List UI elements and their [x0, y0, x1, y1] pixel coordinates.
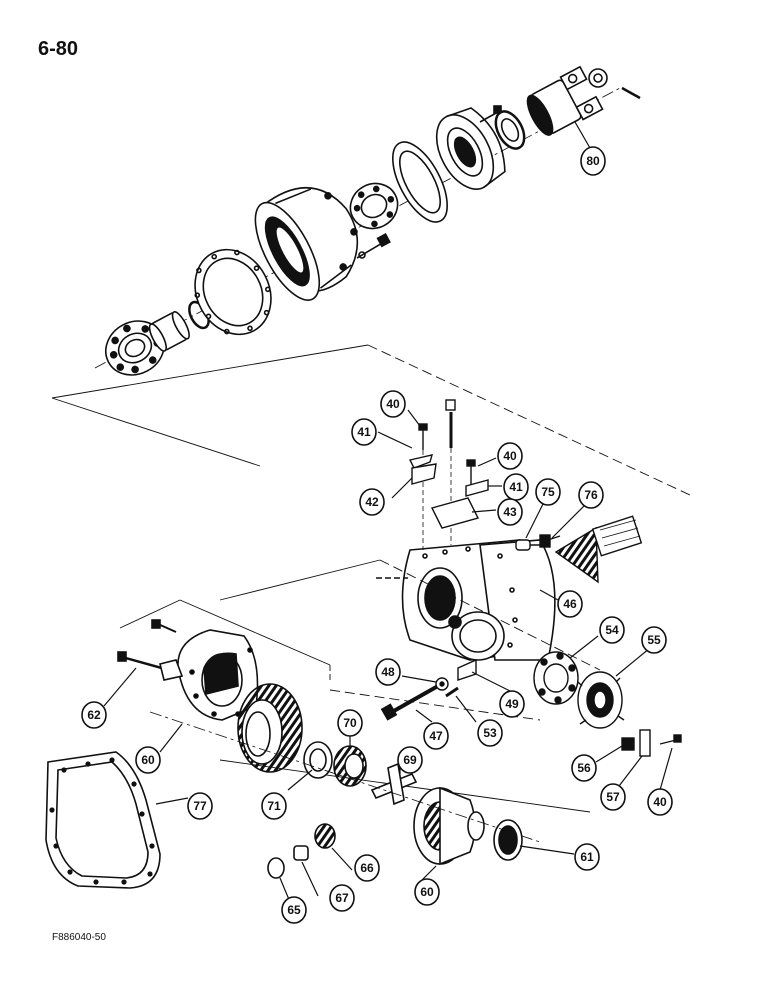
yoke-nut: [588, 68, 608, 88]
svg-text:48: 48: [381, 665, 395, 679]
differential-bearing: [533, 651, 579, 705]
callout-76: 76: [578, 481, 604, 509]
svg-text:54: 54: [605, 623, 619, 637]
svg-text:69: 69: [403, 753, 417, 767]
carrier-housing: [376, 539, 556, 661]
svg-text:46: 46: [563, 597, 577, 611]
pinion-cage: [254, 187, 359, 301]
callout-42: 42: [359, 488, 385, 516]
upper-frame-lines: [51, 344, 691, 496]
svg-text:80: 80: [586, 154, 600, 168]
spacer-sleeve: [148, 311, 190, 352]
svg-text:60: 60: [420, 885, 434, 899]
svg-text:53: 53: [483, 726, 497, 740]
callout-57: 57: [600, 783, 626, 811]
callout-54: 54: [599, 616, 625, 644]
callout-71: 71: [261, 792, 287, 820]
callout-53: 53: [477, 719, 503, 747]
svg-text:62: 62: [87, 708, 101, 722]
svg-text:67: 67: [335, 891, 349, 905]
svg-text:41: 41: [509, 480, 523, 494]
callout-75: 75: [535, 478, 561, 506]
top-bolts: [418, 399, 476, 550]
svg-text:56: 56: [577, 761, 591, 775]
callout-62: 62: [81, 701, 107, 729]
callout-69: 69: [397, 746, 423, 774]
svg-text:61: 61: [580, 850, 594, 864]
svg-text:65: 65: [287, 903, 301, 917]
callout-40: 40: [647, 788, 673, 816]
svg-text:41: 41: [357, 425, 371, 439]
callout-46: 46: [557, 590, 583, 618]
pinion-sleeve-and-bolt: [515, 534, 561, 551]
svg-text:40: 40: [386, 397, 400, 411]
svg-text:42: 42: [365, 495, 379, 509]
svg-text:55: 55: [647, 633, 661, 647]
svg-text:70: 70: [343, 716, 357, 730]
svg-text:43: 43: [503, 505, 517, 519]
retainer-bolt: [479, 105, 502, 123]
callout-56: 56: [571, 754, 597, 782]
svg-text:71: 71: [267, 799, 281, 813]
callout-40: 40: [497, 442, 523, 470]
lock-plates: [408, 454, 489, 529]
callout-49: 49: [499, 690, 525, 718]
bearing-adjuster: [577, 671, 625, 729]
callout-80: 80: [580, 146, 606, 176]
drive-pinion: [554, 515, 643, 584]
callout-43: 43: [497, 498, 523, 526]
svg-text:40: 40: [503, 449, 517, 463]
callout-41: 41: [503, 473, 529, 501]
cage-bearing: [349, 182, 399, 230]
svg-text:66: 66: [360, 861, 374, 875]
callout-47: 47: [423, 722, 449, 750]
cotter-pin: [621, 86, 641, 100]
cap-bolt: [380, 658, 477, 721]
callout-markers: 80 40 41 40 41 42 43 75 76 46 54 55 48 4…: [81, 146, 673, 924]
callout-70: 70: [337, 709, 363, 737]
svg-text:75: 75: [541, 485, 555, 499]
callout-55: 55: [641, 626, 667, 654]
housing-gasket: [194, 248, 272, 336]
svg-text:49: 49: [505, 697, 519, 711]
callout-66: 66: [354, 854, 380, 882]
figure-code: F886040-50: [52, 932, 106, 943]
svg-text:40: 40: [653, 795, 667, 809]
page-number: 6-80: [38, 38, 79, 60]
callout-60: 60: [414, 878, 440, 906]
callout-48: 48: [375, 658, 401, 686]
axle-gasket: [45, 751, 161, 889]
callout-67: 67: [329, 884, 355, 912]
callout-40: 40: [380, 390, 406, 418]
differential-assembly: [117, 619, 523, 879]
callout-41: 41: [351, 418, 377, 446]
svg-text:76: 76: [584, 488, 598, 502]
cage-bolt: [356, 233, 391, 259]
callout-60: 60: [135, 746, 161, 774]
oil-seal: [494, 110, 526, 150]
callout-61: 61: [574, 843, 600, 871]
callout-77: 77: [187, 792, 213, 820]
adjuster-lock: [621, 729, 682, 757]
shim-gasket: [392, 141, 448, 223]
companion-yoke: [526, 65, 604, 136]
svg-text:57: 57: [606, 790, 620, 804]
svg-text:47: 47: [429, 729, 443, 743]
svg-text:60: 60: [141, 753, 155, 767]
upper-assembly: [94, 65, 641, 376]
callout-65: 65: [281, 896, 307, 924]
bearing-retainer: [435, 107, 506, 190]
svg-text:77: 77: [193, 799, 207, 813]
